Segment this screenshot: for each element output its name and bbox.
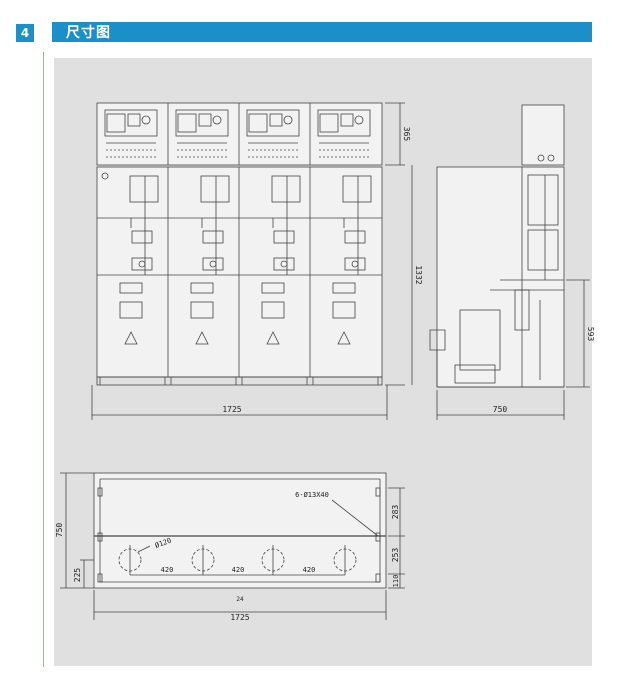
plan-spacing-3: 420 [303, 566, 316, 574]
margin-rule [43, 52, 44, 667]
plan-right-dim-1: 283 [391, 505, 400, 520]
front-top-height-label: 365 [402, 127, 411, 142]
front-height-label: 1332 [414, 265, 423, 284]
plan-right-dim-3: 110 [392, 575, 400, 588]
plan-hole-label: 6-Ø13X40 [295, 491, 329, 499]
side-depth-label: 750 [493, 405, 508, 414]
front-view [96, 102, 383, 386]
plan-right-dim-2: 253 [391, 548, 400, 563]
plan-spacing-2: 420 [232, 566, 245, 574]
side-view [429, 104, 565, 388]
section-title: 尺寸图 [66, 25, 111, 41]
plan-spacing-1: 420 [161, 566, 174, 574]
plan-width-label: 1725 [230, 613, 249, 622]
plan-small-mark: 24 [236, 596, 244, 603]
front-width-label: 1725 [222, 405, 241, 414]
plan-view [93, 472, 387, 589]
plan-depth-label: 750 [55, 523, 64, 538]
section-header-bar [52, 22, 592, 42]
section-number: 4 [16, 24, 34, 42]
side-height-label: 593 [586, 327, 595, 342]
plan-offset-label: 225 [73, 568, 82, 583]
